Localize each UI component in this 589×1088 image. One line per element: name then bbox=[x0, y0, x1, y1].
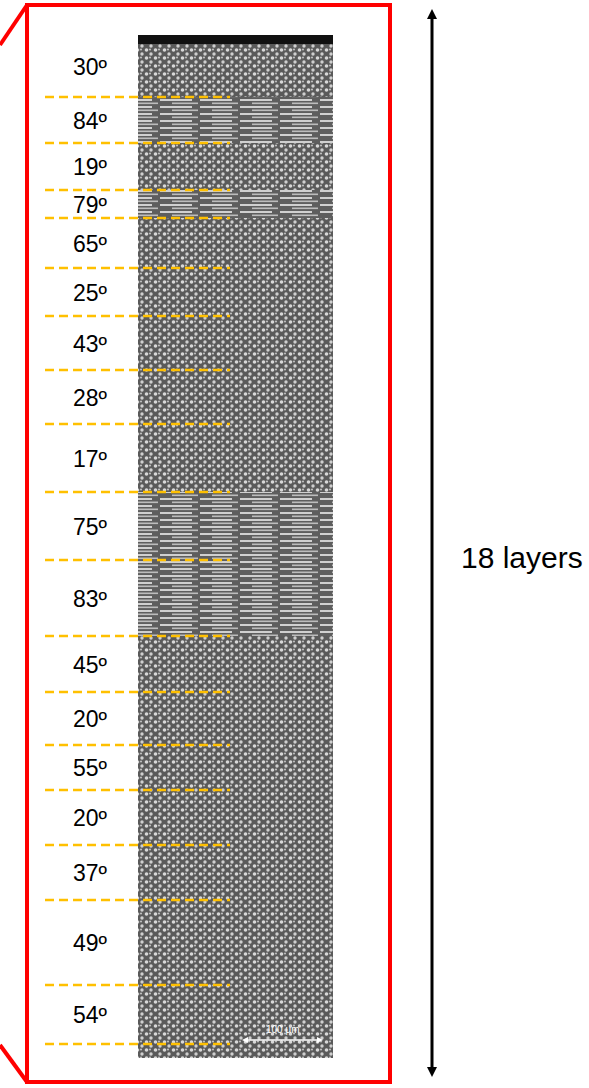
ply-texture bbox=[138, 900, 333, 985]
ply-texture bbox=[138, 268, 333, 316]
ply-boundary bbox=[45, 744, 230, 747]
ply-angle: 49º bbox=[73, 932, 107, 955]
ply-boundary bbox=[45, 1043, 230, 1046]
ply-angle: 75º bbox=[73, 516, 107, 539]
ply-texture bbox=[138, 1044, 333, 1058]
ply-texture bbox=[138, 424, 333, 492]
ply-texture bbox=[138, 985, 333, 1044]
ply-angle: 17º bbox=[73, 448, 107, 471]
ply-boundary bbox=[45, 899, 230, 902]
ply-texture bbox=[138, 745, 333, 790]
ply-angle: 20º bbox=[73, 807, 107, 830]
ply-boundary bbox=[45, 369, 230, 372]
ply-texture bbox=[138, 370, 333, 424]
ply-angle: 84º bbox=[73, 110, 107, 133]
ply-boundary bbox=[45, 559, 230, 562]
ply-boundary bbox=[45, 267, 230, 270]
ply-texture bbox=[138, 845, 333, 900]
ply-texture bbox=[138, 97, 333, 143]
ply-texture bbox=[138, 492, 333, 560]
ply-boundary bbox=[45, 315, 230, 318]
ply-boundary bbox=[45, 96, 230, 99]
ply-angle: 45º bbox=[73, 654, 107, 677]
ply-angle: 30º bbox=[73, 56, 107, 79]
ply-texture bbox=[138, 316, 333, 370]
ply-boundary bbox=[45, 789, 230, 792]
ply-texture bbox=[138, 636, 333, 692]
ply-boundary bbox=[45, 844, 230, 847]
ply-boundary bbox=[45, 635, 230, 638]
ply-texture bbox=[138, 790, 333, 845]
ply-boundary bbox=[45, 491, 230, 494]
ply-angle: 19º bbox=[73, 156, 107, 179]
ply-boundary bbox=[45, 423, 230, 426]
ply-angle: 54º bbox=[73, 1004, 107, 1027]
ply-angle: 43º bbox=[73, 333, 107, 356]
ply-texture bbox=[138, 35, 333, 97]
ply-texture bbox=[138, 190, 333, 218]
ply-angle: 28º bbox=[73, 387, 107, 410]
ply-angle: 37º bbox=[73, 862, 107, 885]
ply-angle: 55º bbox=[73, 757, 107, 780]
ply-texture bbox=[138, 560, 333, 636]
ply-angle: 79º bbox=[73, 194, 107, 217]
ply-texture bbox=[138, 218, 333, 268]
ply-texture bbox=[138, 143, 333, 190]
ply-boundary bbox=[45, 142, 230, 145]
ply-texture bbox=[138, 692, 333, 745]
ply-angle: 25º bbox=[73, 282, 107, 305]
ply-angle: 20º bbox=[73, 708, 107, 731]
ply-boundary bbox=[45, 217, 230, 220]
ply-angle: 65º bbox=[73, 233, 107, 256]
ply-boundary bbox=[45, 189, 230, 192]
ply-boundary bbox=[45, 984, 230, 987]
scale-bar-label: 100 µm bbox=[266, 1025, 300, 1035]
layer-count: 18 layers bbox=[461, 543, 583, 573]
ply-angle: 83º bbox=[73, 588, 107, 611]
ply-boundary bbox=[45, 691, 230, 694]
